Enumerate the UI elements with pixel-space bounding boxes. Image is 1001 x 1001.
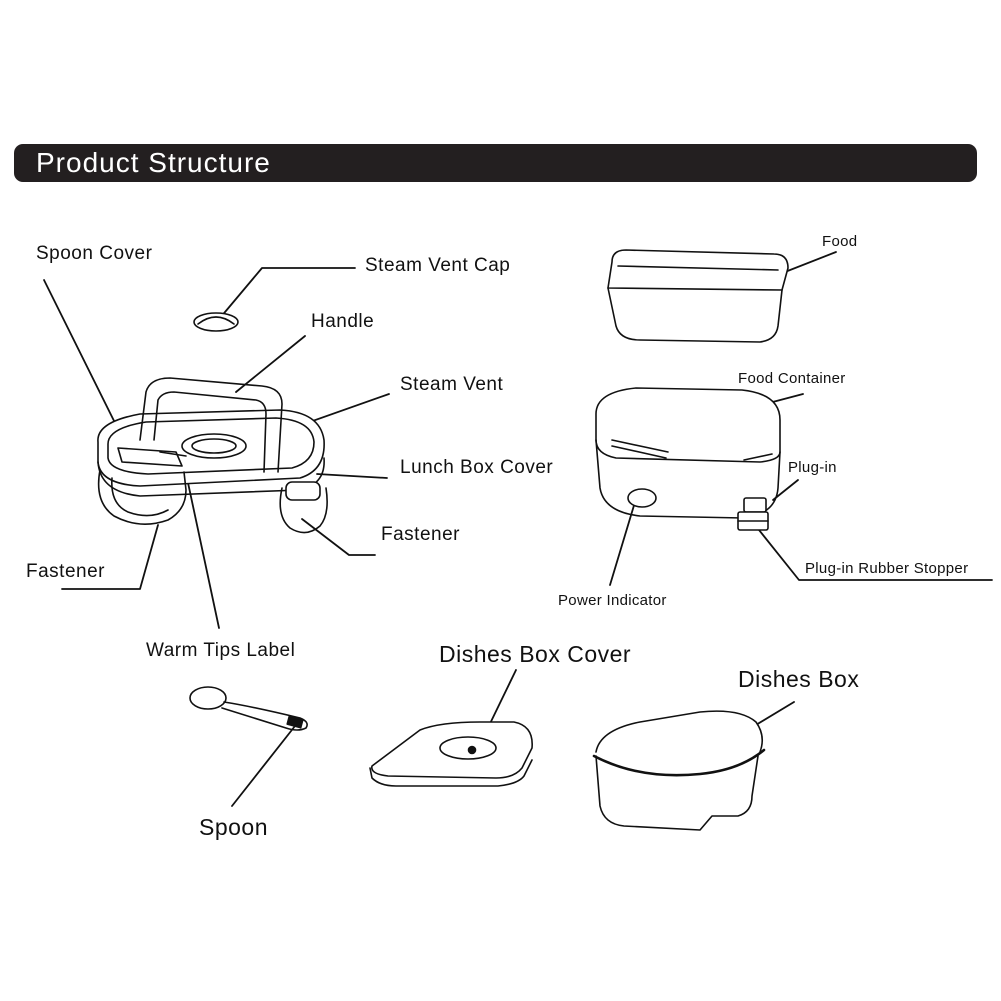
label-handle: Handle (311, 311, 375, 332)
leader-spoon-cover (43, 279, 126, 444)
label-warm-tips-label: Warm Tips Label (146, 640, 296, 661)
leader-fastener-right (301, 518, 376, 556)
leader-handle (235, 335, 306, 393)
leader-lunch-box-cover (316, 473, 388, 479)
label-fastener-right: Fastener (381, 524, 460, 545)
label-spoon: Spoon (199, 814, 269, 840)
label-steam-vent: Steam Vent (400, 374, 504, 395)
leader-spoon (231, 725, 296, 807)
label-lunch-box-cover: Lunch Box Cover (400, 457, 554, 478)
label-food-container: Food Container (738, 370, 846, 387)
label-plug-in-rubber-stopper: Plug-in Rubber Stopper (805, 560, 969, 577)
dishes-box-cover-drawing (369, 721, 533, 787)
page-title: Product Structure (36, 147, 271, 178)
leader-steam-vent-cap (219, 267, 356, 319)
steam-vent-cap-drawing (193, 312, 239, 332)
label-plug-in: Plug-in (788, 459, 837, 476)
lunch-box-cover-drawing (97, 377, 328, 534)
label-spoon-cover: Spoon Cover (36, 243, 153, 264)
leader-plug-in (772, 479, 799, 501)
label-fastener-left: Fastener (26, 561, 105, 582)
label-food: Food (822, 233, 858, 250)
leader-power-indicator (609, 501, 636, 586)
leader-fastener-left (61, 524, 159, 590)
food-container-drawing (595, 387, 781, 531)
food-tray-drawing (607, 249, 789, 343)
label-power-indicator: Power Indicator (558, 592, 667, 609)
label-dishes-box-cover: Dishes Box Cover (439, 641, 632, 667)
title-bar: Product Structure (14, 144, 977, 182)
label-steam-vent-cap: Steam Vent Cap (365, 255, 511, 276)
label-dishes-box: Dishes Box (738, 666, 860, 692)
spoon-drawing (189, 686, 308, 731)
dishes-box-drawing (592, 710, 766, 831)
leader-warm-tips-label (183, 463, 220, 629)
leader-rubber-stopper (754, 524, 993, 581)
